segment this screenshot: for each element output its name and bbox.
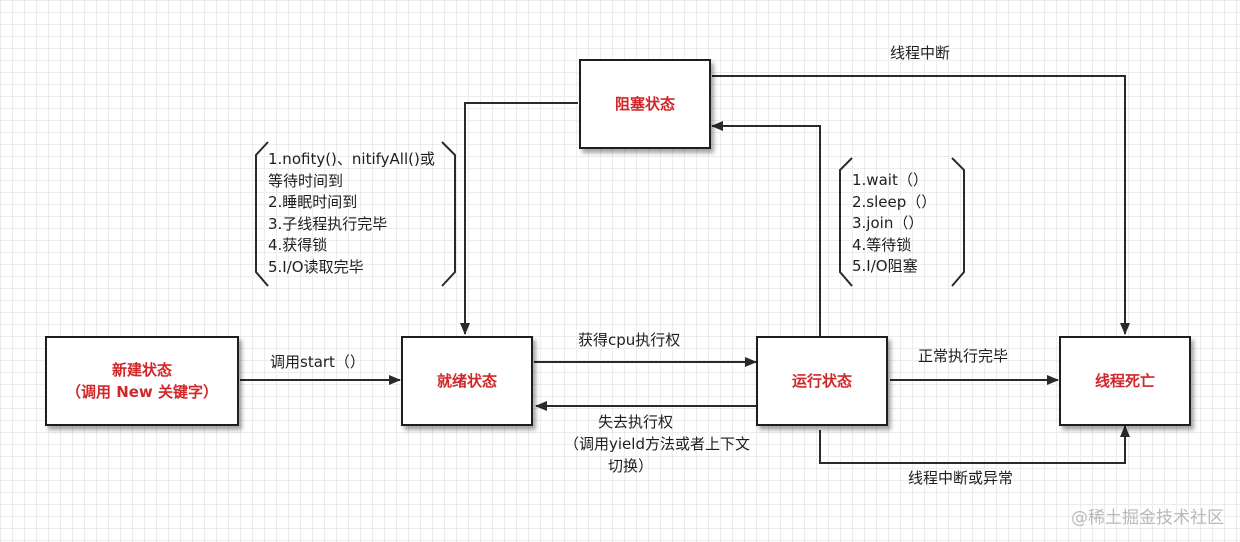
label-get-cpu: 获得cpu执行权 bbox=[578, 331, 681, 349]
list-item: 2.睡眠时间到 bbox=[268, 193, 358, 211]
list-item: 5.I/O阻塞 bbox=[852, 257, 918, 275]
state-new-subtitle: （调用 New 关键字） bbox=[65, 383, 219, 401]
bracket-right-open bbox=[839, 157, 853, 287]
bracket-right-close bbox=[951, 157, 965, 287]
bracket-left-close bbox=[441, 141, 456, 287]
list-item: 5.I/O读取完毕 bbox=[268, 257, 364, 276]
wake-conditions-list: 1.nofity()、nitifyAll()或 等待时间到 2.睡眠时间到 3.… bbox=[268, 149, 435, 278]
label-normal-finish: 正常执行完毕 bbox=[918, 347, 1009, 365]
list-item: 等待时间到 bbox=[268, 171, 344, 190]
label-lose-cpu-1: 失去执行权 bbox=[598, 413, 674, 431]
state-blocked: 阻塞状态 bbox=[579, 59, 711, 149]
state-new: 新建状态 （调用 New 关键字） bbox=[45, 336, 239, 426]
arrow-blocked-to-ready bbox=[460, 102, 578, 335]
label-lose-cpu-3: 切换） bbox=[608, 457, 654, 475]
list-item: 2.sleep（） bbox=[852, 192, 937, 211]
list-item: 1.wait（） bbox=[852, 171, 928, 189]
label-start: 调用start（） bbox=[270, 353, 365, 371]
state-new-title: 新建状态 bbox=[111, 361, 172, 379]
state-dead-label: 线程死亡 bbox=[1094, 372, 1155, 390]
block-causes-list: 1.wait（） 2.sleep（） 3.join（） 4.等待锁 5.I/O阻… bbox=[852, 170, 936, 278]
watermark: @稀土掘金技术社区 bbox=[1071, 508, 1224, 528]
arrow-blocked-to-dead bbox=[712, 75, 1130, 335]
list-item: 1.nofity()、nitifyAll()或 bbox=[268, 150, 435, 168]
state-blocked-label: 阻塞状态 bbox=[614, 95, 675, 113]
arrow-running-to-blocked bbox=[711, 121, 821, 336]
label-interrupt-top: 线程中断 bbox=[890, 44, 951, 62]
label-interrupt-exception: 线程中断或异常 bbox=[908, 469, 1014, 487]
list-item: 4.等待锁 bbox=[852, 235, 912, 254]
state-running-label: 运行状态 bbox=[791, 372, 852, 390]
state-running: 运行状态 bbox=[756, 336, 888, 426]
list-item: 3.子线程执行完毕 bbox=[268, 214, 388, 233]
state-ready: 就绪状态 bbox=[401, 336, 533, 426]
list-item: 4.获得锁 bbox=[268, 236, 328, 254]
list-item: 3.join（） bbox=[852, 214, 924, 232]
state-dead: 线程死亡 bbox=[1059, 336, 1191, 426]
arrow-running-exception-to-dead bbox=[819, 425, 1130, 464]
bracket-left-open bbox=[255, 141, 269, 287]
state-ready-label: 就绪状态 bbox=[436, 372, 497, 390]
label-lose-cpu-2: （调用yield方法或者上下文 bbox=[564, 435, 750, 453]
